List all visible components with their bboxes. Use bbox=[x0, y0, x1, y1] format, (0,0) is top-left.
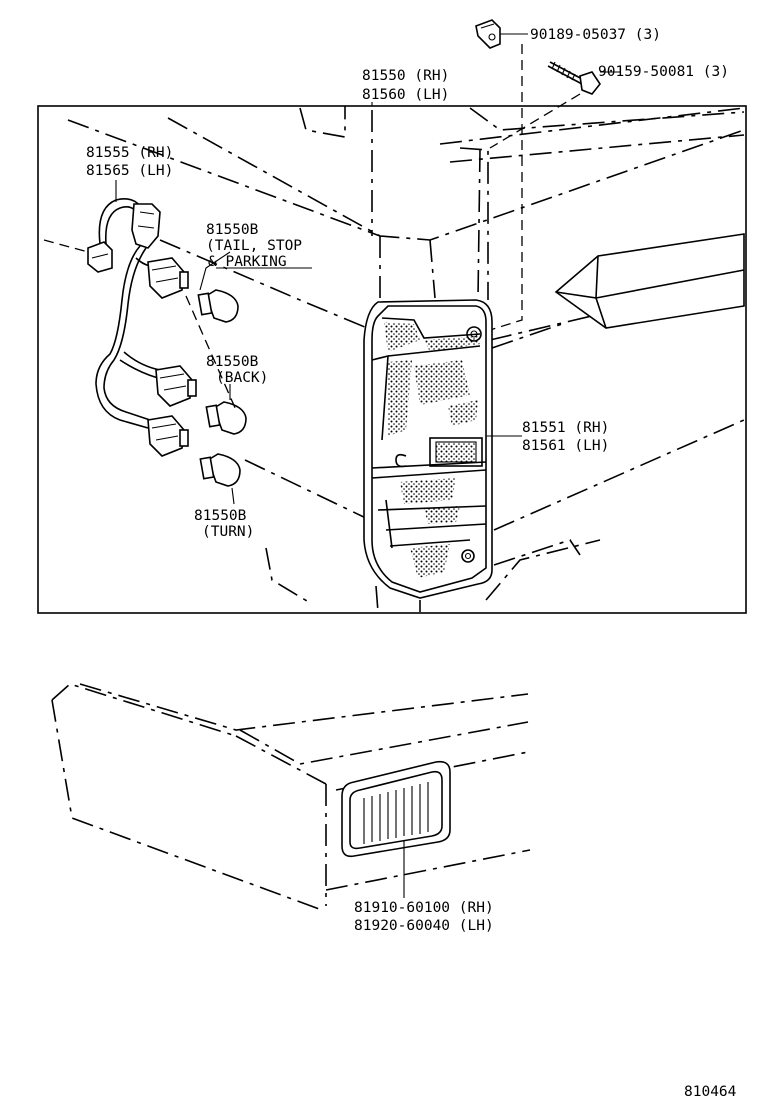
bulb-back-part-label: 81550B bbox=[206, 354, 259, 370]
screw-part-label: 90159-50081 (3) bbox=[598, 64, 729, 80]
socket-wire-harness bbox=[43, 198, 197, 457]
reflector-rh-label: 81910-60100 (RH) bbox=[354, 900, 494, 916]
lamp-assy-rh-label: 81550 (RH) bbox=[362, 68, 449, 84]
bulb-tail-desc-label-2: & PARKING bbox=[208, 254, 287, 270]
socket-cord-rh-label: 81555 (RH) bbox=[86, 145, 173, 161]
bulb-turn bbox=[199, 453, 241, 487]
bulb-back bbox=[205, 401, 247, 435]
reflector-lh-label: 81920-60040 (LH) bbox=[354, 918, 494, 934]
rear-bumper-outline bbox=[51, 683, 531, 911]
clip-part-label: 90189-05037 (3) bbox=[530, 27, 661, 43]
bumper-block bbox=[554, 233, 745, 329]
detail-frame bbox=[37, 105, 747, 614]
screw-part bbox=[547, 61, 620, 95]
socket-cord-lh-label: 81565 (LH) bbox=[86, 163, 173, 179]
lens-lh-label: 81561 (LH) bbox=[522, 438, 609, 454]
bulb-back-desc-label: (BACK) bbox=[216, 370, 268, 386]
figure-number: 810464 bbox=[684, 1084, 737, 1100]
lens-rh-label: 81551 (RH) bbox=[522, 420, 609, 436]
clip-part bbox=[475, 19, 528, 49]
rear-combination-lamp bbox=[363, 299, 493, 599]
bulb-tail-stop bbox=[197, 289, 239, 323]
side-reflector bbox=[341, 760, 451, 858]
lamp-assy-lh-label: 81560 (LH) bbox=[362, 87, 449, 103]
bulb-turn-desc-label: (TURN) bbox=[202, 524, 254, 540]
bulb-turn-part-label: 81550B bbox=[194, 508, 247, 524]
bulb-tail-desc-label: (TAIL, STOP bbox=[206, 238, 302, 254]
bulb-tail-part-label: 81550B bbox=[206, 222, 259, 238]
